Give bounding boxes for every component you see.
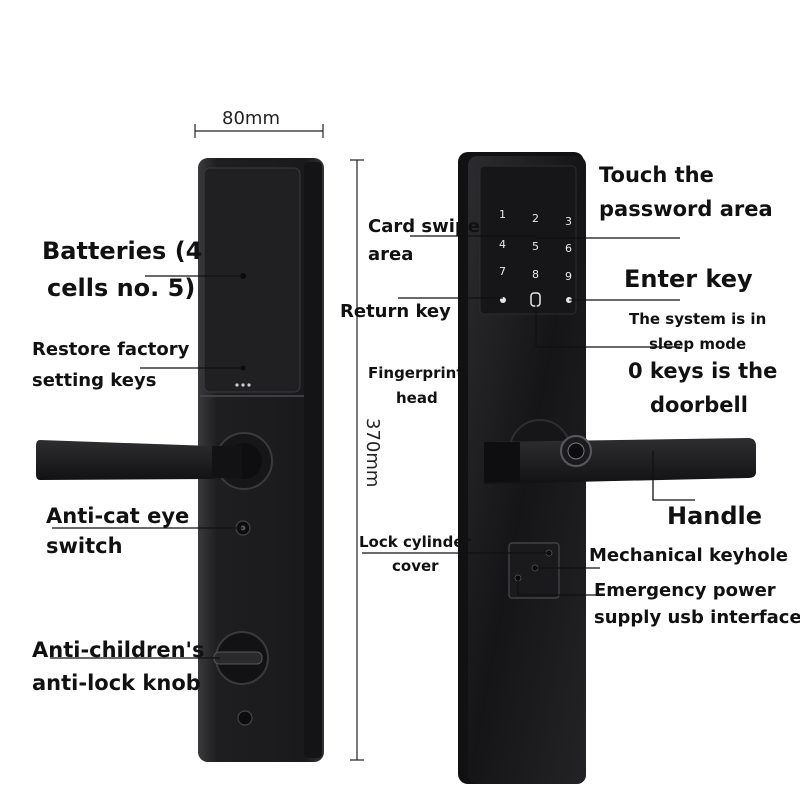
key-3[interactable]: 3 [565, 215, 572, 228]
lock-cylinder-label-1: Lock cylinder [359, 533, 471, 551]
batteries-label-2: cells no. 5) [47, 274, 196, 302]
fingerprint-label-2: head [396, 389, 438, 407]
fingerprint-label-1: Fingerprint [368, 364, 464, 382]
enter-key-label: Enter key [624, 265, 753, 293]
height-dimension [350, 159, 364, 761]
sleep-mode-label-2: sleep mode [649, 335, 747, 353]
leader-usb [517, 578, 600, 596]
card-swipe-label-1: Card swipe [368, 216, 480, 237]
leader-lines [50, 235, 695, 659]
usb-interface-label-1: Emergency power [594, 580, 776, 601]
key-5[interactable]: 5 [532, 240, 539, 253]
back-handle [36, 440, 242, 480]
anticat-label-1: Anti-cat eye [46, 504, 190, 528]
front-handle [484, 435, 756, 484]
antichild-label-2: anti-lock knob [32, 671, 201, 695]
key-4[interactable]: 4 [499, 238, 506, 251]
batteries-label-1: Batteries (4 [42, 237, 203, 265]
width-dimension [194, 124, 324, 138]
leader-handle [652, 451, 695, 501]
height-label: 370mm [362, 418, 383, 488]
key-7[interactable]: 7 [499, 265, 506, 278]
restore-label-1: Restore factory [32, 339, 190, 360]
sleep-mode-label-1: The system is in [629, 310, 767, 328]
lock-cylinder-label-2: cover [392, 557, 439, 575]
touch-area-label-1: Touch the [599, 163, 714, 187]
card-swipe-label-2: area [368, 244, 414, 265]
anticat-label-2: switch [46, 534, 123, 558]
key-9[interactable]: 9 [565, 270, 572, 283]
doorbell-label-1: 0 keys is the [628, 359, 778, 383]
leader-sleep [535, 300, 680, 348]
key-6[interactable]: 6 [565, 242, 572, 255]
antichild-label-1: Anti-children's [32, 638, 205, 662]
mechanical-keyhole-label: Mechanical keyhole [589, 545, 788, 566]
width-label: 80mm [222, 108, 280, 129]
usb-interface-label-2: supply usb interface [594, 607, 800, 628]
restore-label-2: setting keys [32, 370, 157, 391]
touch-area-label-2: password area [599, 197, 773, 221]
handle-label: Handle [667, 502, 763, 530]
key-2[interactable]: 2 [532, 212, 539, 225]
key-8[interactable]: 8 [532, 268, 539, 281]
doorbell-label-2: doorbell [650, 393, 748, 417]
key-1[interactable]: 1 [499, 208, 506, 221]
return-key-label: Return key [340, 301, 451, 322]
